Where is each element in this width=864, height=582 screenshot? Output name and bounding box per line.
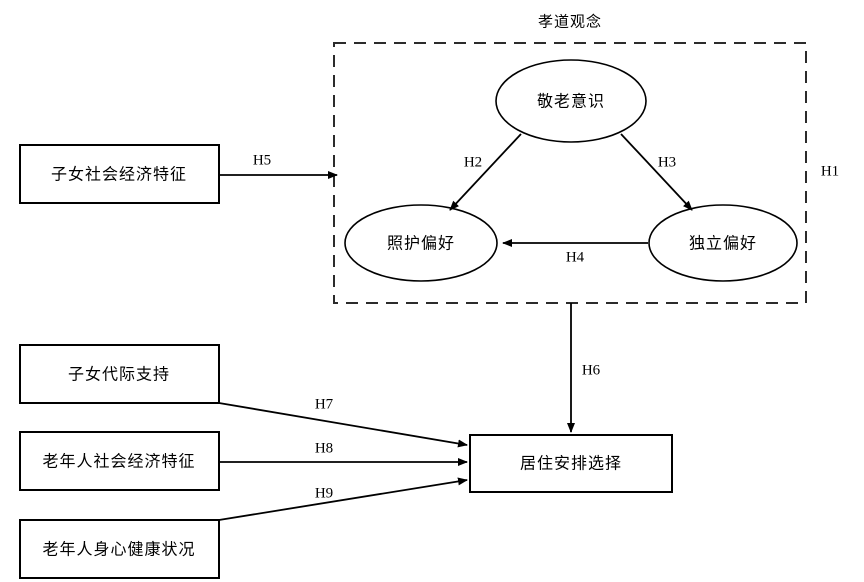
hypothesis-label-h4: H4 [566,249,585,265]
node-elder-socioeconomic[interactable] [19,431,220,491]
edge-h3-arrow [620,133,693,211]
edge-h7-arrow [218,402,468,448]
hypothesis-label-h8: H8 [315,440,333,456]
hypothesis-label-h7: H7 [315,396,334,412]
node-child-socioeconomic-label: 子女社会经济特征 [51,165,187,184]
node-respect-awareness-label: 敬老意识 [537,92,605,111]
node-respect-awareness[interactable] [495,59,647,143]
group-title-label: 孝道观念 [538,13,602,31]
hypothesis-label-h1: H1 [821,163,839,179]
node-care-preference[interactable] [344,204,498,282]
node-care-preference-label: 照护偏好 [387,234,455,253]
node-living-arrangement-choice[interactable] [469,434,673,493]
node-child-socioeconomic[interactable] [19,144,220,204]
node-elder-health[interactable] [19,519,220,579]
node-living-arrangement-choice-label: 居住安排选择 [520,454,622,473]
node-independence-preference-label: 独立偏好 [689,234,757,253]
hypothesis-label-h9: H9 [315,485,333,501]
filial-piety-group-frame [333,42,807,304]
node-elder-health-label: 老年人身心健康状况 [42,540,195,559]
node-child-intergenerational-support[interactable] [19,344,220,404]
node-independence-preference[interactable] [648,204,798,282]
edge-h2-arrow [449,133,522,211]
hypothesis-label-h2: H2 [464,154,482,170]
hypothesis-label-h5: H5 [253,152,271,168]
node-child-intergenerational-support-label: 子女代际支持 [68,365,170,384]
hypothesis-label-h6: H6 [582,362,601,378]
hypothesis-label-h3: H3 [658,154,676,170]
node-elder-socioeconomic-label: 老年人社会经济特征 [42,452,195,471]
edge-h9-arrow [218,477,468,521]
